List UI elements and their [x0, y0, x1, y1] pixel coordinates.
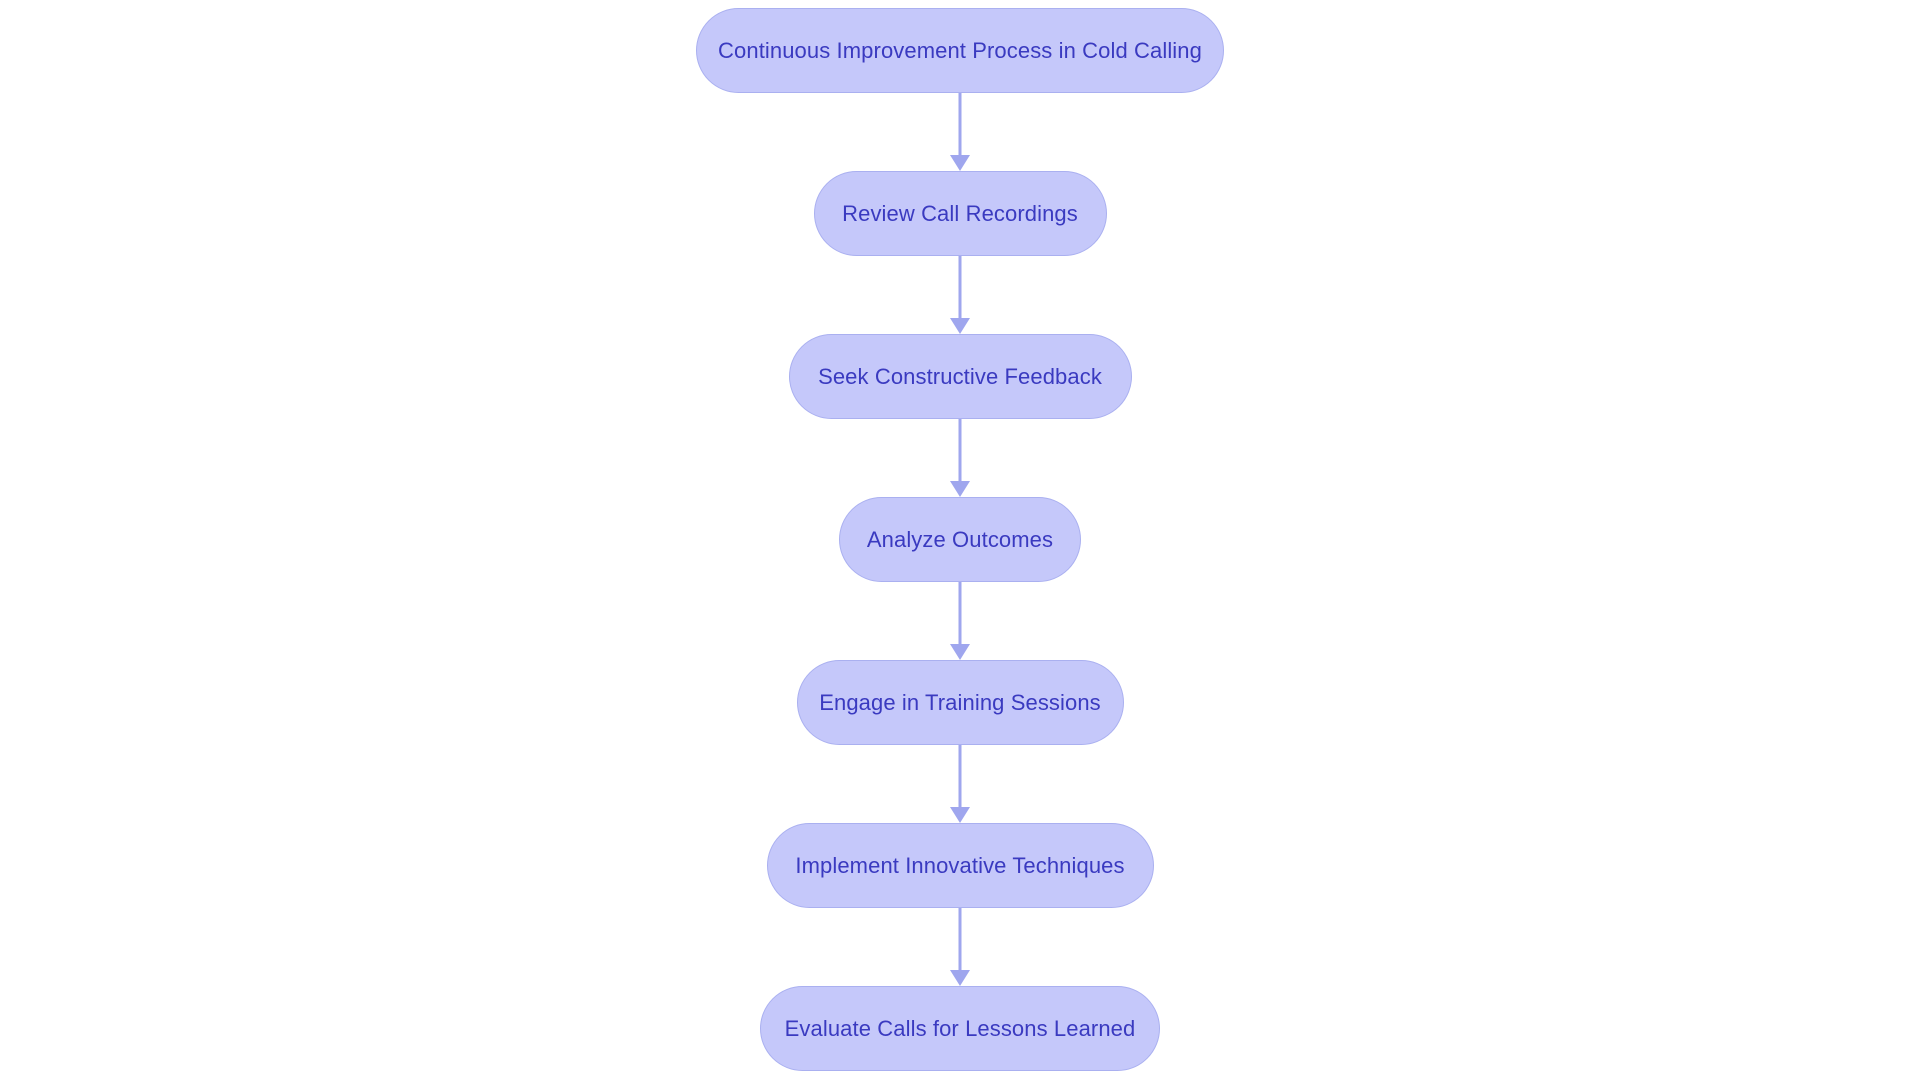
edge-line — [958, 256, 962, 320]
flow-node-label: Implement Innovative Techniques — [795, 852, 1125, 878]
down-arrow-icon — [950, 481, 970, 497]
down-arrow-icon — [950, 970, 970, 986]
flow-node-seek-constructive-feedback[interactable]: Seek Constructive Feedback — [788, 334, 1132, 419]
flow-node-engage-in-training-sessions[interactable]: Engage in Training Sessions — [796, 660, 1124, 745]
flow-edge-n2-n3 — [947, 419, 973, 497]
down-arrow-icon — [950, 644, 970, 660]
flow-edge-n5-n6 — [947, 908, 973, 986]
flow-node-label: Seek Constructive Feedback — [818, 363, 1102, 389]
flow-edge-n4-n5 — [947, 745, 973, 823]
flow-node-analyze-outcomes[interactable]: Analyze Outcomes — [839, 497, 1081, 582]
edge-line — [958, 419, 962, 483]
flow-node-label: Evaluate Calls for Lessons Learned — [784, 1015, 1136, 1041]
flow-node-label: Analyze Outcomes — [866, 526, 1054, 552]
flow-node-evaluate-calls-for-lessons-learned[interactable]: Evaluate Calls for Lessons Learned — [760, 986, 1160, 1071]
flow-node-label: Review Call Recordings — [842, 200, 1078, 226]
edge-line — [958, 582, 962, 646]
flow-node-label: Engage in Training Sessions — [819, 689, 1101, 715]
flow-edge-n0-n1 — [947, 93, 973, 171]
flow-node-review-call-recordings[interactable]: Review Call Recordings — [813, 171, 1107, 256]
down-arrow-icon — [950, 155, 970, 171]
edge-line — [958, 908, 962, 972]
flow-node-label: Continuous Improvement Process in Cold C… — [718, 37, 1202, 63]
edge-line — [958, 93, 962, 157]
flow-edge-n1-n2 — [947, 256, 973, 334]
flow-node-implement-innovative-techniques[interactable]: Implement Innovative Techniques — [766, 823, 1154, 908]
down-arrow-icon — [950, 318, 970, 334]
flow-edge-n3-n4 — [947, 582, 973, 660]
down-arrow-icon — [950, 807, 970, 823]
edge-line — [958, 745, 962, 809]
flow-node-continuous-improvement-process-in-cold-calling[interactable]: Continuous Improvement Process in Cold C… — [696, 8, 1224, 93]
